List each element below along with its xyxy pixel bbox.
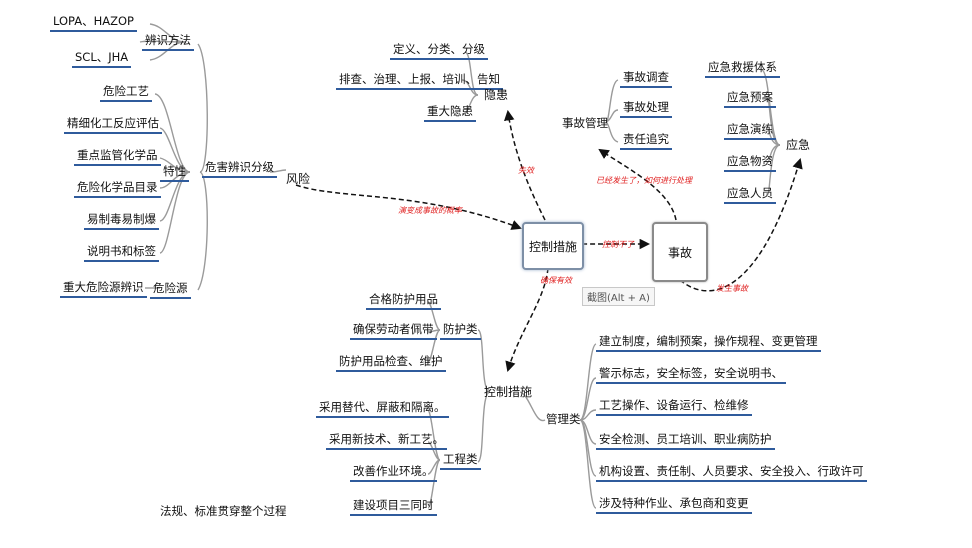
engineering-item-4: 建设项目三同时: [350, 498, 437, 516]
arrow-label-ensure-effective: 确保有效: [540, 276, 572, 285]
grading-node: 危害辨识分级: [202, 160, 277, 178]
feature-item-3: 重点监管化学品: [74, 148, 161, 166]
management-item-3: 工艺操作、设备运行、检维修: [596, 398, 752, 416]
feature-item-4: 危险化学品目录: [74, 180, 161, 198]
emergency-title: 应急: [786, 138, 811, 152]
control-measures-node[interactable]: 控制措施: [522, 222, 584, 270]
method-item-scl: SCL、JHA: [72, 50, 132, 68]
hazard-title: 隐患: [484, 88, 509, 102]
emergency-item-4: 应急物资: [724, 154, 776, 172]
protect-title: 防护类: [440, 322, 481, 340]
accident-mgmt-title: 事故管理: [562, 116, 608, 130]
management-item-1: 建立制度，编制预案，操作规程、变更管理: [596, 334, 821, 352]
accident-label: 事故: [667, 245, 692, 260]
arrow-label-failure: 失效: [518, 166, 534, 175]
hazard-item-2: 排查、治理、上报、培训、告知: [336, 72, 503, 90]
accident-mgmt-item-3: 责任追究: [620, 132, 672, 150]
engineering-item-1: 采用替代、屏蔽和隔离。: [316, 400, 449, 418]
emergency-item-3: 应急演练: [724, 122, 776, 140]
engineering-title: 工程类: [440, 452, 481, 470]
engineering-item-2: 采用新技术、新工艺。: [326, 432, 447, 450]
feature-item-5: 易制毒易制爆: [84, 212, 159, 230]
feature-item-2: 精细化工反应评估: [64, 116, 162, 134]
screenshot-tooltip: 截图(Alt + A): [582, 287, 655, 306]
feature-item-1: 危险工艺: [100, 84, 152, 102]
accident-mgmt-item-2: 事故处理: [620, 100, 672, 118]
accident-node[interactable]: 事故: [652, 222, 708, 282]
management-item-6: 涉及特种作业、承包商和变更: [596, 496, 752, 514]
risk-node: 风险: [286, 172, 311, 186]
source-title: 危险源: [150, 281, 191, 299]
protect-item-1: 合格防护用品: [366, 292, 441, 310]
emergency-item-5: 应急人员: [724, 186, 776, 204]
protect-item-3: 防护用品检查、维护: [336, 354, 446, 372]
method-item-lopa: LOPA、HAZOP: [50, 14, 137, 32]
bottom-control-node: 控制措施: [484, 385, 533, 399]
emergency-item-1: 应急救援体系: [705, 60, 780, 78]
arrow-label-handling: 已经发生了，如何进行处理: [596, 176, 692, 185]
arrow-label-accident-occurs: 发生事故: [716, 284, 748, 293]
management-item-5: 机构设置、责任制、人员要求、安全投入、行政许可: [596, 464, 867, 482]
hazard-item-1: 定义、分类、分级: [390, 42, 488, 60]
management-item-4: 安全检测、员工培训、职业病防护: [596, 432, 775, 450]
protect-item-2: 确保劳动者佩带: [350, 322, 437, 340]
management-title: 管理类: [546, 412, 581, 426]
feature-item-6: 说明书和标签: [84, 244, 159, 262]
hazard-item-3: 重大隐患: [424, 104, 476, 122]
arrow-label-probability: 演变成事故的概率: [398, 206, 462, 215]
management-item-2: 警示标志，安全标签，安全说明书、: [596, 366, 786, 384]
accident-mgmt-item-1: 事故调查: [620, 70, 672, 88]
arrow-label-uncontrollable: 控制不了: [602, 240, 634, 249]
footer-note: 法规、标准贯穿整个过程: [160, 504, 287, 518]
method-title: 辨识方法: [142, 33, 194, 51]
emergency-item-2: 应急预案: [724, 90, 776, 108]
control-measures-label: 控制措施: [528, 239, 577, 254]
engineering-item-3: 改善作业环境。: [350, 464, 437, 482]
source-item: 重大危险源辨识: [60, 280, 147, 298]
feature-title: 特性: [160, 164, 189, 182]
